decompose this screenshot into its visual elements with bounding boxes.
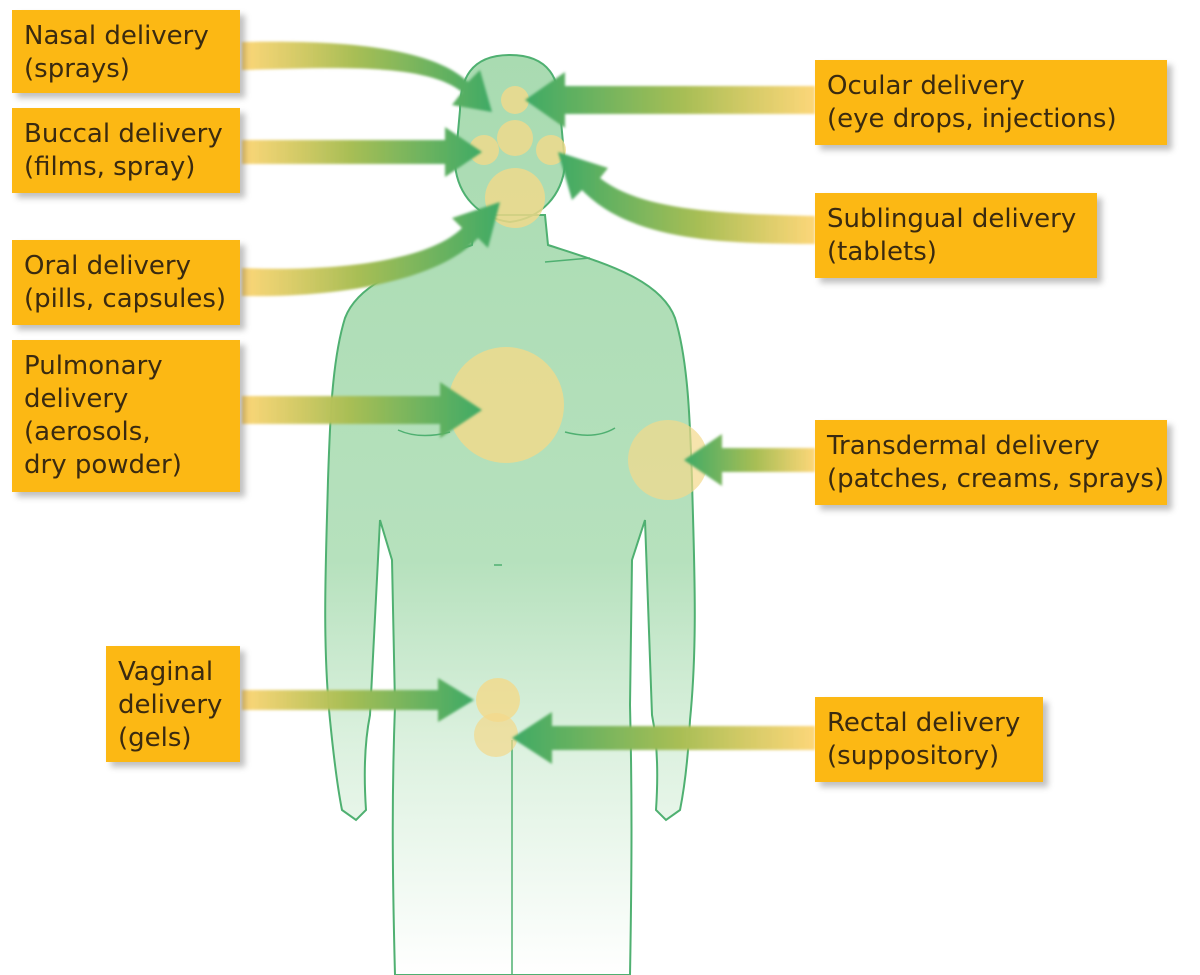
arrow-rectal [512,712,815,764]
collarbone-line [544,257,591,263]
vaginal-title-2: delivery [118,690,223,720]
arrow-oral [242,202,500,297]
vaginal-detail: (gels) [118,723,192,753]
spot-nasal [501,86,529,114]
rectal-detail: (suppository) [827,741,1000,771]
arrow-sublingual [558,152,815,244]
ocular-detail: (eye drops, injections) [827,104,1117,134]
buccal-title: Buccal delivery [24,119,223,149]
transdermal-detail: (patches, creams, sprays) [827,464,1165,494]
label-oral-delivery: Oral delivery (pills, capsules) [12,240,240,325]
vaginal-title: Vaginal [118,657,214,687]
pulmonary-detail-2: dry powder) [24,450,182,480]
sublingual-title: Sublingual delivery [827,204,1077,234]
pulmonary-title: Pulmonary [24,351,163,381]
label-nasal-delivery: Nasal delivery (sprays) [12,10,240,93]
spot-buccal [497,120,533,156]
oral-title: Oral delivery [24,251,191,281]
spot-mouth [485,168,545,228]
spot-eye-left [469,135,499,165]
rectal-title: Rectal delivery [827,708,1021,738]
nasal-detail: (sprays) [24,54,130,84]
oral-detail: (pills, capsules) [24,284,227,314]
arrow-pulmonary [242,382,482,438]
buccal-detail: (films, spray) [24,152,196,182]
pulmonary-detail: (aerosols, [24,417,151,447]
label-rectal-delivery: Rectal delivery (suppository) [815,697,1043,782]
spot-lungs [448,347,564,463]
arrow-vaginal [242,678,474,722]
spot-vaginal [476,678,520,722]
label-vaginal-delivery: Vaginal delivery (gels) [106,646,240,762]
pulmonary-title-2: delivery [24,384,129,414]
arrow-buccal [242,127,482,177]
label-ocular-delivery: Ocular delivery (eye drops, injections) [815,60,1167,145]
spot-eye-right [536,135,566,165]
nasal-title: Nasal delivery [24,21,209,51]
ocular-title: Ocular delivery [827,71,1025,101]
sublingual-detail: (tablets) [827,237,937,267]
transdermal-title: Transdermal delivery [827,431,1100,461]
label-pulmonary-delivery: Pulmonary delivery (aerosols, dry powder… [12,340,240,492]
label-buccal-delivery: Buccal delivery (films, spray) [12,108,240,193]
arrow-transdermal [684,434,815,486]
label-transdermal-delivery: Transdermal delivery (patches, creams, s… [815,420,1167,505]
spot-rectal [474,713,518,757]
spot-skin [628,420,708,500]
arrow-ocular [525,72,815,128]
arrow-nasal [242,41,492,112]
chest-line-right [564,427,616,436]
label-sublingual-delivery: Sublingual delivery (tablets) [815,193,1097,278]
